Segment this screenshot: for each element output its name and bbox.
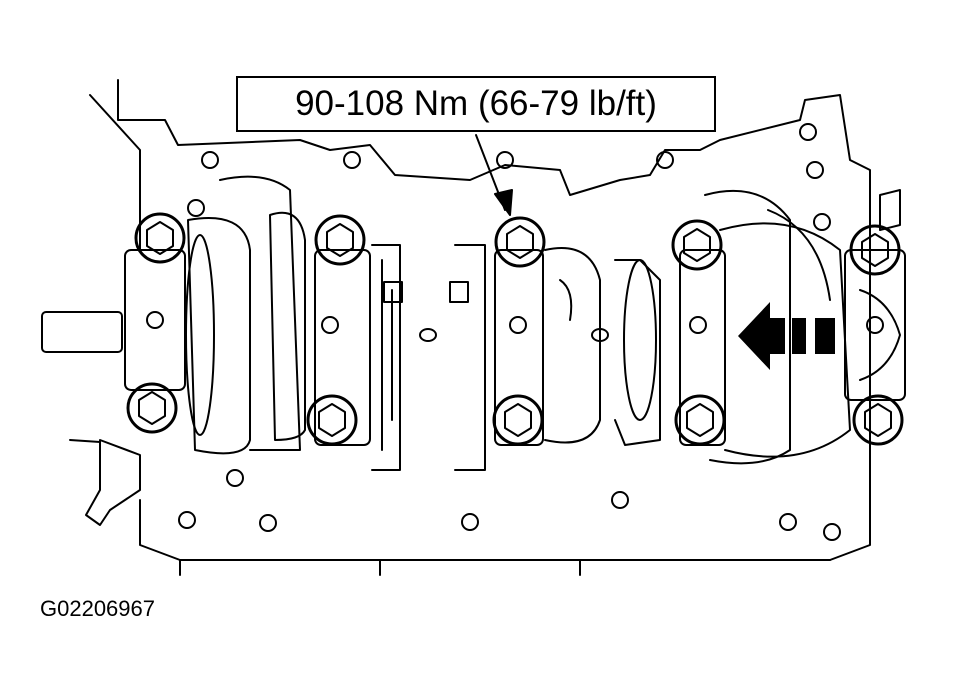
torque-spec-callout: 90-108 Nm (66-79 lb/ft) <box>236 76 716 132</box>
main-bearing-bolt <box>492 394 544 446</box>
main-bearing-bolt <box>306 394 358 446</box>
main-bearing-bolt <box>134 212 186 264</box>
arrow-left-icon <box>738 302 835 370</box>
callout-leader <box>475 134 513 216</box>
main-bearing-bolts <box>126 212 904 446</box>
main-bearing-bolt <box>849 224 901 276</box>
figure-id: G02206967 <box>40 596 155 621</box>
main-bearing-bolt <box>494 216 546 268</box>
engine-block <box>89 79 871 576</box>
crankshaft-nose <box>41 311 141 526</box>
main-bearing-caps <box>124 249 906 446</box>
main-bearing-bolt <box>852 394 904 446</box>
crankshaft-webs <box>185 175 901 471</box>
main-bearing-bolt <box>671 219 723 271</box>
main-bearing-bolt <box>126 382 178 434</box>
torque-spec-text: 90-108 Nm (66-79 lb/ft) <box>295 84 657 123</box>
main-bearing-bolt <box>674 394 726 446</box>
main-bearing-bolt <box>314 214 366 266</box>
